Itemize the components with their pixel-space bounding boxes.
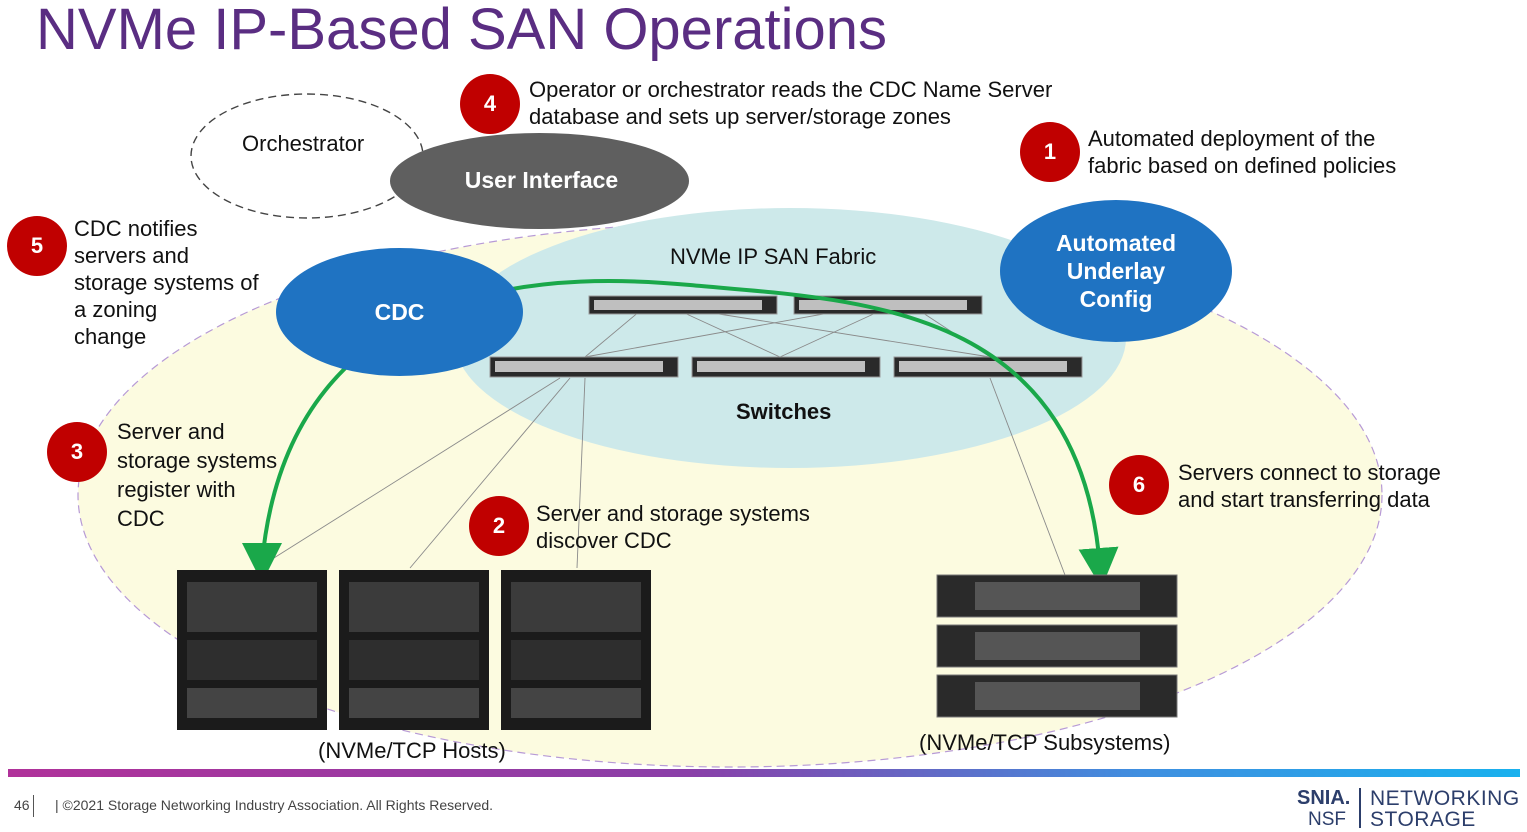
storage-unit-2	[936, 624, 1178, 668]
step-1-line: Automated deployment of the	[1088, 126, 1376, 151]
slide-title: NVMe IP-Based SAN Operations	[36, 0, 888, 62]
step-3-line: CDC	[117, 506, 165, 531]
step-5-line: change	[74, 324, 147, 349]
logo-storage: STORAGE	[1370, 808, 1476, 831]
step-badge-3: 3	[47, 422, 107, 482]
storage-unit-3	[936, 674, 1178, 718]
step-1-line: fabric based on defined policies	[1088, 153, 1397, 178]
switch-4	[691, 356, 881, 378]
step-6-line: Servers connect to storage	[1178, 460, 1441, 485]
switch-3	[489, 356, 679, 378]
step-3-line: storage systems	[117, 448, 278, 473]
switches-label: Switches	[736, 399, 832, 424]
step-text-3: Server and storage systems register with…	[117, 417, 277, 533]
step-2-line: Server and storage systems	[536, 501, 810, 526]
logo-snia: SNIA.	[1297, 787, 1351, 809]
user-interface-node: User Interface	[390, 133, 689, 229]
step-2-line: discover CDC	[536, 528, 672, 553]
subsystems-label: (NVMe/TCP Subsystems)	[919, 730, 1171, 755]
page-number-divider	[33, 795, 34, 817]
step-badge-1: 1	[1020, 122, 1080, 182]
fabric-label: NVMe IP SAN Fabric	[670, 244, 877, 269]
step-3-line: register with	[117, 477, 236, 502]
footer-gradient-bar	[8, 769, 1520, 777]
step-4-line: Operator or orchestrator reads the CDC N…	[529, 77, 1053, 102]
host-server-1	[177, 570, 327, 730]
fabric-zone	[454, 208, 1126, 468]
user-interface-label: User Interface	[464, 167, 619, 193]
automated-underlay-node: Automated Underlay Config	[1000, 200, 1232, 342]
step-text-6: Servers connect to storage and start tra…	[1178, 459, 1441, 513]
step-text-5: CDC notifies servers and storage systems…	[74, 215, 259, 350]
step-3-line: Server and	[117, 419, 225, 444]
automated-underlay-label: Automated Underlay Config	[1055, 230, 1177, 312]
step-5-line: a zoning	[74, 297, 158, 322]
step-5-line: CDC notifies	[74, 216, 198, 241]
step-text-4: Operator or orchestrator reads the CDC N…	[529, 76, 1052, 130]
step-badge-5: 5	[7, 216, 67, 276]
logo-nsf: NSF	[1308, 809, 1346, 830]
step-5-line: servers and	[74, 243, 189, 268]
hosts-label: (NVMe/TCP Hosts)	[318, 738, 506, 763]
step-badge-2: 2	[469, 496, 529, 556]
switch-5	[893, 356, 1083, 378]
step-5-line: storage systems of	[74, 270, 259, 295]
logo-networking: NETWORKING	[1370, 787, 1520, 810]
copyright-text: | ©2021 Storage Networking Industry Asso…	[55, 797, 494, 813]
cdc-label: CDC	[374, 299, 425, 325]
step-text-1: Automated deployment of the fabric based…	[1088, 125, 1396, 179]
switch-1	[588, 295, 778, 315]
step-6-line: and start transferring data	[1178, 487, 1430, 512]
logo-divider	[1359, 788, 1361, 828]
step-text-2: Server and storage systems discover CDC	[536, 500, 810, 554]
step-badge-4: 4	[460, 74, 520, 134]
orchestrator-label: Orchestrator	[242, 131, 365, 156]
storage-unit-1	[936, 574, 1178, 618]
cdc-node: CDC	[276, 248, 523, 376]
step-badge-6: 6	[1109, 455, 1169, 515]
page-number: 46	[14, 797, 30, 813]
step-4-line: database and sets up server/storage zone…	[529, 104, 951, 129]
host-server-2	[339, 570, 489, 730]
host-server-3	[501, 570, 651, 730]
